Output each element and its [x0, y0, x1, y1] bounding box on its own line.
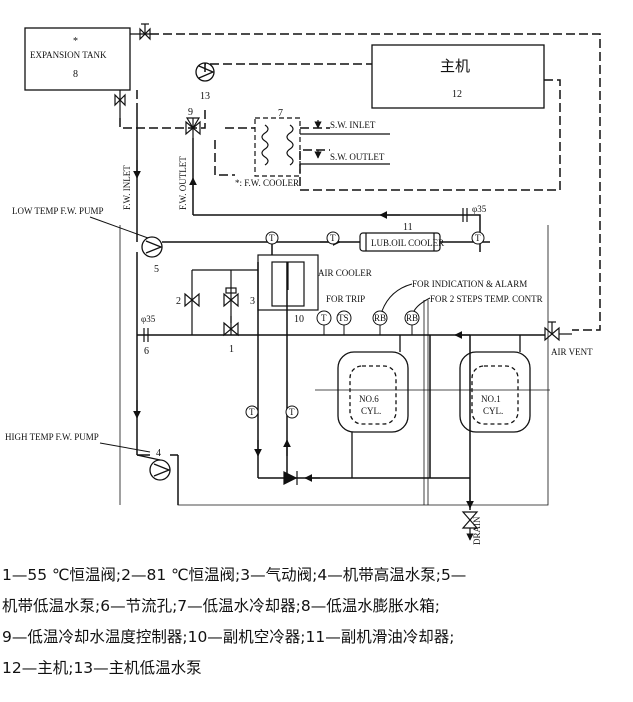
orifice-6: [143, 328, 149, 342]
air-vent-label: AIR VENT: [551, 347, 593, 357]
low-temp-pump-label: LOW TEMP F.W. PUMP: [12, 206, 104, 216]
pump-5-label: 5: [154, 264, 159, 275]
air-cooler-10-label: 10: [294, 314, 304, 325]
expansion-tank-label: EXPANSION TANK: [30, 50, 107, 60]
gauge-t-2-label: T: [330, 233, 336, 243]
for-indication-label: FOR INDICATION & ALARM: [412, 279, 527, 289]
cylinder-no1: [459, 335, 531, 433]
gauge-t-3-label: T: [475, 233, 481, 243]
legend: 1—55 ℃恒温阀;2—81 ℃恒温阀;3—气动阀;4—机带高温水泵;5— 机带…: [2, 560, 630, 684]
gauge-t-1-label: T: [269, 233, 275, 243]
pump-4-label: 4: [156, 448, 161, 459]
gauge-t-5: [245, 405, 259, 419]
cooler-7-label: 7: [278, 108, 283, 119]
lub-oil-cooler-11: [359, 232, 441, 252]
pump-4: [136, 454, 171, 481]
orifice-top: [462, 208, 468, 222]
valve-1: [223, 316, 239, 337]
legend-line: 9—低温冷却水温度控制器;10—副机空冷器;11—副机滑油冷却器;: [2, 628, 455, 646]
fw-outlet-label: F.W. OUTLET: [178, 156, 188, 210]
gauge-stems: [323, 325, 413, 335]
valve-9: [185, 117, 201, 138]
annotation-leaders: [381, 283, 431, 312]
main-pipes: [136, 112, 545, 510]
air-vent-valve: [544, 321, 572, 342]
legend-line: 1—55 ℃恒温阀;2—81 ℃恒温阀;3—气动阀;4—机带高温水泵;5—: [2, 566, 467, 584]
tank-outlet-valve: [114, 90, 126, 118]
cylinder-no6-line1: NO.6: [359, 394, 379, 404]
fw-cooler-7: [254, 117, 301, 177]
for-2steps-label: FOR 2 STEPS TEMP. CONTR: [430, 294, 543, 304]
sw-lines: [300, 120, 390, 165]
gauge-ts-label: TS: [338, 313, 349, 323]
pump-13: [195, 62, 215, 82]
air-cooler-label: AIR COOLER: [318, 268, 372, 278]
drain-valve: [461, 511, 479, 541]
orifice-top-label: φ35: [472, 204, 487, 214]
expansion-tank-number: 8: [73, 69, 78, 80]
high-temp-pump-label: HIGH TEMP F.W. PUMP: [5, 432, 99, 442]
expansion-tank-mark: *: [73, 36, 78, 47]
gauge-rb-1-label: RB: [374, 313, 386, 323]
gauge-t-6: [285, 405, 299, 419]
check-valve: [283, 471, 298, 485]
high-temp-pump-leader: [99, 442, 151, 453]
cylinder-no1-line2: CYL.: [483, 406, 503, 416]
main-engine: 主机 12: [371, 44, 545, 109]
fw-cooler-note: *: F.W. COOLER: [235, 178, 299, 188]
gauge-t-1: [265, 231, 279, 245]
expansion-tank: * EXPANSION TANK 8: [24, 27, 131, 91]
valve-9-label: 9: [188, 107, 193, 118]
sw-outlet-label: S.W. OUTLET: [330, 152, 385, 162]
dashed-lines: [119, 33, 601, 331]
valve-2-label: 2: [176, 296, 181, 307]
engine-frame: [119, 225, 550, 506]
tank-vent-valve: [130, 23, 151, 41]
air-cooler-10: [257, 254, 319, 311]
cylinder-no1-line1: NO.1: [481, 394, 501, 404]
low-temp-pump-leader: [89, 216, 149, 239]
gauge-rb-2-label: RB: [406, 313, 418, 323]
orifice-left-label: φ35: [141, 314, 156, 324]
for-trip-label: FOR TRIP: [326, 294, 365, 304]
gauge-t-2: [326, 231, 340, 245]
legend-line: 12—主机;13—主机低温水泵: [2, 659, 202, 677]
gauge-t-6-label: T: [289, 407, 295, 417]
cylinder-no6: [337, 335, 409, 478]
legend-line: 机带低温水泵;6—节流孔;7—低温水冷却器;8—低温水膨胀水箱;: [2, 597, 440, 615]
lub-cooler-11-label: 11: [403, 222, 413, 233]
valve-1-label: 1: [229, 344, 234, 355]
main-engine-label: 主机: [440, 57, 470, 75]
lub-oil-cooler-label: LUB.OIL COOLER: [371, 238, 444, 248]
arrows: [133, 160, 474, 509]
valve-2: [184, 270, 200, 335]
valve-3: [192, 269, 258, 335]
fw-inlet-label: F.W. INLET: [122, 165, 132, 210]
pump-5: [141, 236, 163, 258]
cooling-water-diagram: * EXPANSION TANK 8 主机 12 13: [5, 23, 601, 545]
gauge-t-5-label: T: [249, 407, 255, 417]
drain-label: DRAIN: [472, 516, 482, 545]
main-engine-number: 12: [452, 89, 462, 100]
orifice-6-label: 6: [144, 346, 149, 357]
sw-inlet-label: S.W. INLET: [330, 120, 376, 130]
cylinder-no6-line2: CYL.: [361, 406, 381, 416]
gauge-t-4-label: T: [321, 313, 327, 323]
valve-3-label: 3: [250, 296, 255, 307]
gauge-t-3: [471, 231, 485, 245]
pump-13-label: 13: [200, 91, 210, 102]
